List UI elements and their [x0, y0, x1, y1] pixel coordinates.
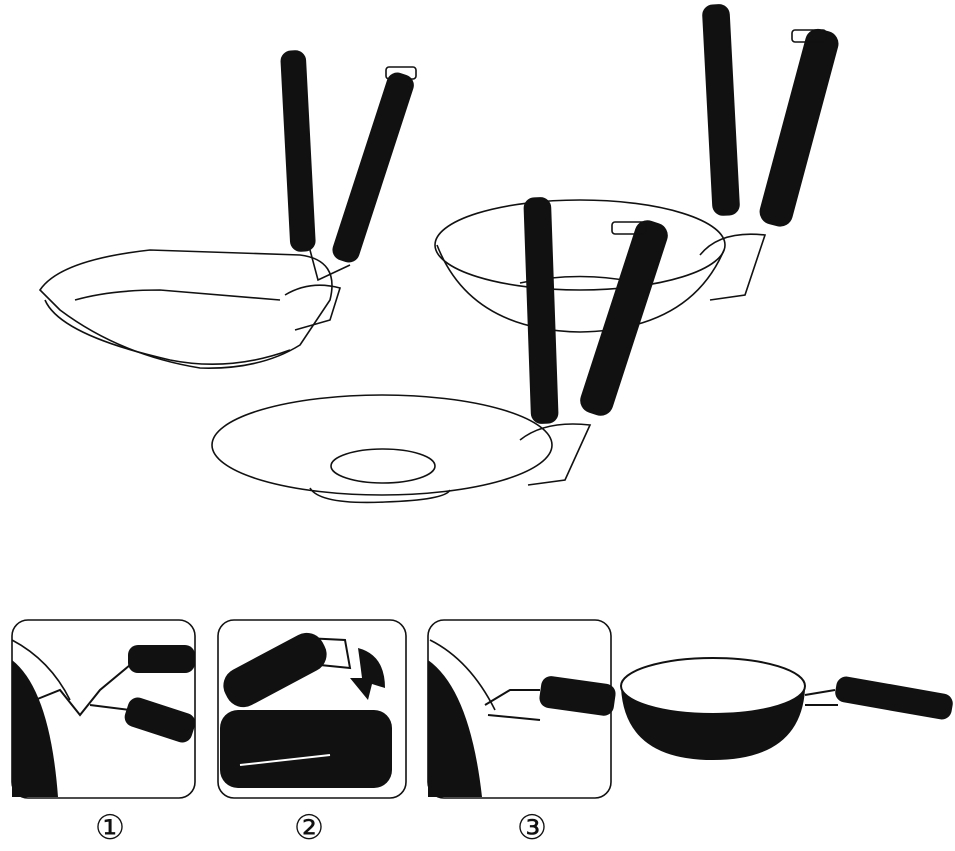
step-3-label: ③ — [516, 808, 548, 848]
step-2-drawing — [220, 632, 392, 788]
wok-with-clip — [434, 4, 839, 333]
step-1-drawing — [11, 639, 196, 797]
step-2-panel — [217, 619, 407, 799]
step-3-drawing — [428, 639, 616, 797]
step-1-label: ① — [94, 808, 126, 848]
step-2-label: ② — [293, 808, 325, 848]
flat-pan-with-clip — [211, 197, 668, 504]
square-pan-with-clip — [38, 50, 417, 369]
saucepan-with-clip — [620, 657, 953, 760]
